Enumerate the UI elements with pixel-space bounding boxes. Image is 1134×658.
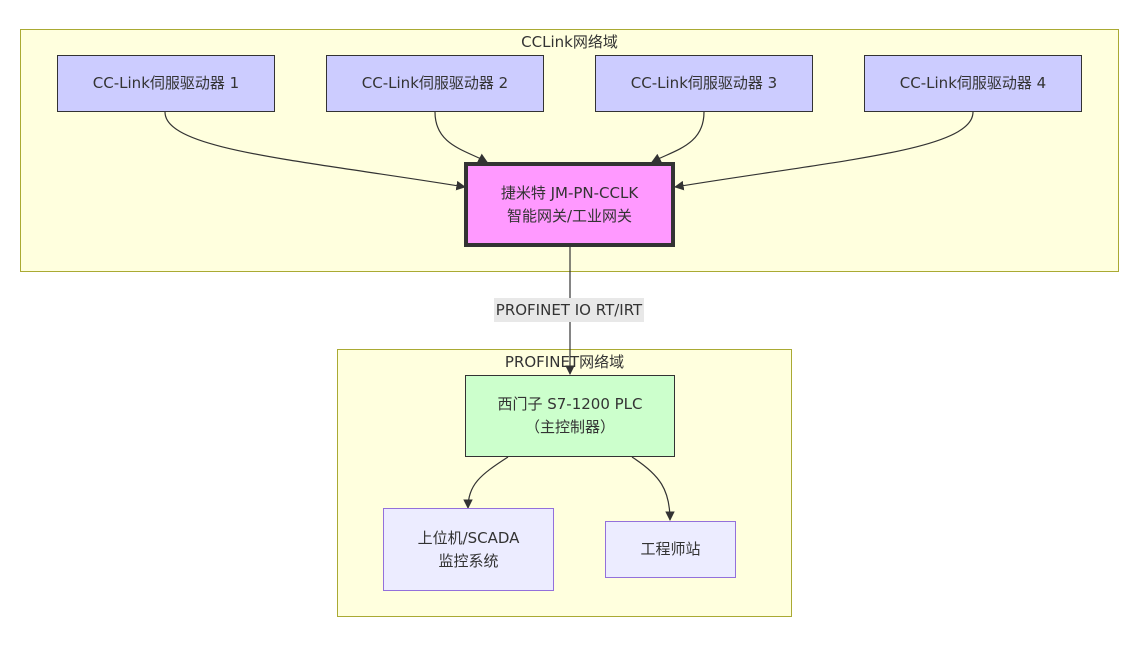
servo-drive-1-node[interactable]: CC-Link伺服驱动器 1 xyxy=(57,55,275,112)
servo-drive-2-node[interactable]: CC-Link伺服驱动器 2 xyxy=(326,55,544,112)
scada-node[interactable]: 上位机/SCADA 监控系统 xyxy=(383,508,554,591)
servo-drive-4-label: CC-Link伺服驱动器 4 xyxy=(899,74,1047,92)
engineer-station-node[interactable]: 工程师站 xyxy=(605,521,736,578)
servo-drive-3-label: CC-Link伺服驱动器 3 xyxy=(630,74,778,92)
servo-drive-3-node[interactable]: CC-Link伺服驱动器 3 xyxy=(595,55,813,112)
edge-servo2-gateway xyxy=(434,111,488,163)
scada-label-line1: 上位机/SCADA xyxy=(417,528,520,547)
plc-label-line1: 西门子 S7-1200 PLC xyxy=(497,395,643,413)
scada-label-line2: 监控系统 xyxy=(438,551,499,570)
plc-node[interactable]: 西门子 S7-1200 PLC （主控制器） xyxy=(465,375,675,457)
edge-servo4-gateway xyxy=(674,111,974,191)
servo-drive-4-node[interactable]: CC-Link伺服驱动器 4 xyxy=(864,55,1082,112)
servo-drive-1-label: CC-Link伺服驱动器 1 xyxy=(92,74,240,92)
edge-label-profinet-io: PROFINET IO RT/IRT xyxy=(494,298,644,322)
gateway-node[interactable]: 捷米特 JM-PN-CCLK 智能网关/工业网关 xyxy=(464,162,675,247)
servo-drive-2-label: CC-Link伺服驱动器 2 xyxy=(361,74,509,92)
edge-plc-engineer xyxy=(631,456,675,521)
edge-servo3-gateway xyxy=(651,111,705,163)
cclink-cluster-title: CCLink网络域 xyxy=(521,33,618,51)
plc-label-line2: （主控制器） xyxy=(524,418,615,436)
edge-plc-scada xyxy=(463,456,509,509)
edge-servo1-gateway xyxy=(164,111,466,191)
engineer-station-label: 工程师站 xyxy=(640,540,701,558)
profinet-cluster-title: PROFINET网络域 xyxy=(504,353,625,371)
gateway-label-line1: 捷米特 JM-PN-CCLK xyxy=(500,183,639,202)
gateway-label-line2: 智能网关/工业网关 xyxy=(506,206,633,225)
